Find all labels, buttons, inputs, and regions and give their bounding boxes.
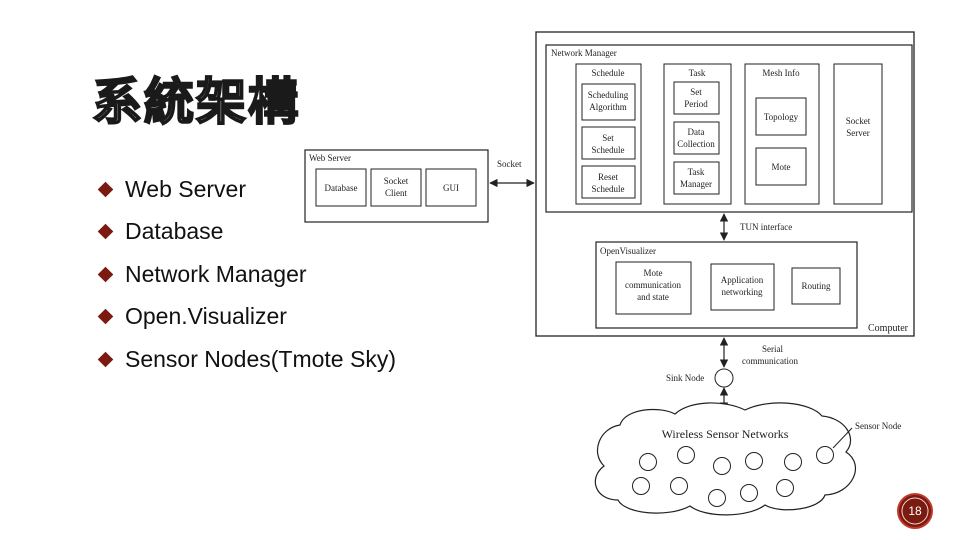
sensor-node	[632, 477, 650, 495]
topology-box	[755, 97, 807, 136]
computer-label: Computer	[868, 323, 909, 334]
socket-server-box	[833, 63, 883, 205]
sensor-node	[740, 484, 758, 502]
socket-client-line2: Client	[385, 188, 407, 198]
page-number: 18	[908, 504, 922, 518]
mesh-info-label: Mesh Info	[762, 68, 800, 78]
socket-client-line1: Socket	[384, 176, 409, 186]
sensor-node-pointer	[832, 427, 853, 449]
wsn-label: Wireless Sensor Networks	[662, 427, 789, 441]
scheduling-algorithm-line2: Algorithm	[589, 102, 627, 112]
sensor-node	[745, 452, 763, 470]
bullet-text: Network Manager	[125, 260, 307, 287]
sensor-node	[816, 446, 834, 464]
computer-box	[535, 31, 915, 337]
page-number-badge: 18	[897, 493, 933, 529]
routing-box	[791, 267, 841, 305]
network-manager-box	[545, 44, 913, 213]
database-box	[315, 168, 367, 207]
reset-schedule-box	[581, 165, 636, 199]
mote-comm-line1: Mote	[644, 268, 663, 278]
task-label: Task	[689, 68, 706, 78]
reset-schedule-line1: Reset	[598, 172, 618, 182]
mote-label: Mote	[772, 162, 791, 172]
data-collection-line1: Data	[688, 127, 705, 137]
bullet-item: Database	[97, 211, 396, 254]
sink-node-label: Sink Node	[666, 373, 704, 383]
serial-line1: Serial	[762, 344, 783, 354]
network-manager-label: Network Manager	[551, 48, 617, 58]
slide-title: 系統架構	[91, 72, 300, 132]
app-networking-line1: Application	[721, 275, 764, 285]
sink-node	[714, 368, 734, 388]
set-period-line1: Set	[690, 87, 702, 97]
sensor-node	[713, 457, 731, 475]
bullet-item: Sensor Nodes(Tmote Sky)	[97, 338, 396, 381]
sensor-node	[639, 453, 657, 471]
task-manager-box	[673, 161, 720, 195]
topology-label: Topology	[764, 112, 799, 122]
task-manager-line1: Task	[688, 167, 705, 177]
schedule-label: Schedule	[592, 68, 625, 78]
gui-box	[425, 168, 477, 207]
set-schedule-box	[581, 126, 636, 160]
sensor-node	[670, 477, 688, 495]
routing-label: Routing	[801, 281, 831, 291]
reset-schedule-line2: Schedule	[592, 184, 625, 194]
data-collection-line2: Collection	[677, 139, 715, 149]
socket-label: Socket	[497, 159, 522, 169]
sensor-node-label: Sensor Node	[855, 421, 901, 431]
socket-server-line2: Server	[846, 128, 870, 138]
bullet-text: Web Server	[125, 175, 247, 202]
bullet-item: Network Manager	[97, 253, 396, 296]
schedule-box	[575, 63, 642, 205]
mote-comm-box	[615, 261, 692, 315]
sensor-node	[784, 453, 802, 471]
sensor-node	[708, 489, 726, 507]
sensor-node	[776, 479, 794, 497]
web-server-label: Web Server	[309, 153, 351, 163]
tun-label: TUN interface	[740, 222, 792, 232]
open-visualizer-box	[595, 241, 858, 329]
mote-box	[755, 147, 807, 186]
sensor-node	[677, 446, 695, 464]
app-networking-box	[710, 263, 775, 311]
app-networking-line2: networking	[722, 287, 763, 297]
bullet-list: Web Server Database Network Manager Open…	[97, 168, 396, 381]
serial-line2: communication	[742, 356, 798, 366]
web-server-box	[304, 149, 489, 223]
set-period-box	[673, 81, 720, 115]
socket-server-line1: Socket	[846, 116, 871, 126]
scheduling-algorithm-line1: Scheduling	[588, 90, 629, 100]
task-manager-line2: Manager	[680, 179, 712, 189]
mesh-info-box	[744, 63, 820, 205]
bullet-text: Sensor Nodes(Tmote Sky)	[125, 345, 396, 372]
gui-label: GUI	[443, 183, 459, 193]
bullet-item: Open.Visualizer	[97, 296, 396, 339]
mote-comm-line3: and state	[637, 292, 669, 302]
bullet-text: Database	[125, 218, 224, 245]
set-schedule-line2: Schedule	[592, 145, 625, 155]
bullet-item: Web Server	[97, 168, 396, 211]
task-box	[663, 63, 732, 205]
mote-comm-line2: communication	[625, 280, 681, 290]
data-collection-box	[673, 121, 720, 155]
socket-client-box	[370, 168, 422, 207]
set-period-line2: Period	[684, 99, 708, 109]
open-visualizer-label: OpenVisualizer	[600, 246, 656, 256]
database-label: Database	[325, 183, 358, 193]
sensor-node-group	[632, 446, 834, 507]
set-schedule-line1: Set	[602, 133, 614, 143]
bullet-text: Open.Visualizer	[125, 303, 287, 330]
scheduling-algorithm-box	[581, 83, 636, 121]
